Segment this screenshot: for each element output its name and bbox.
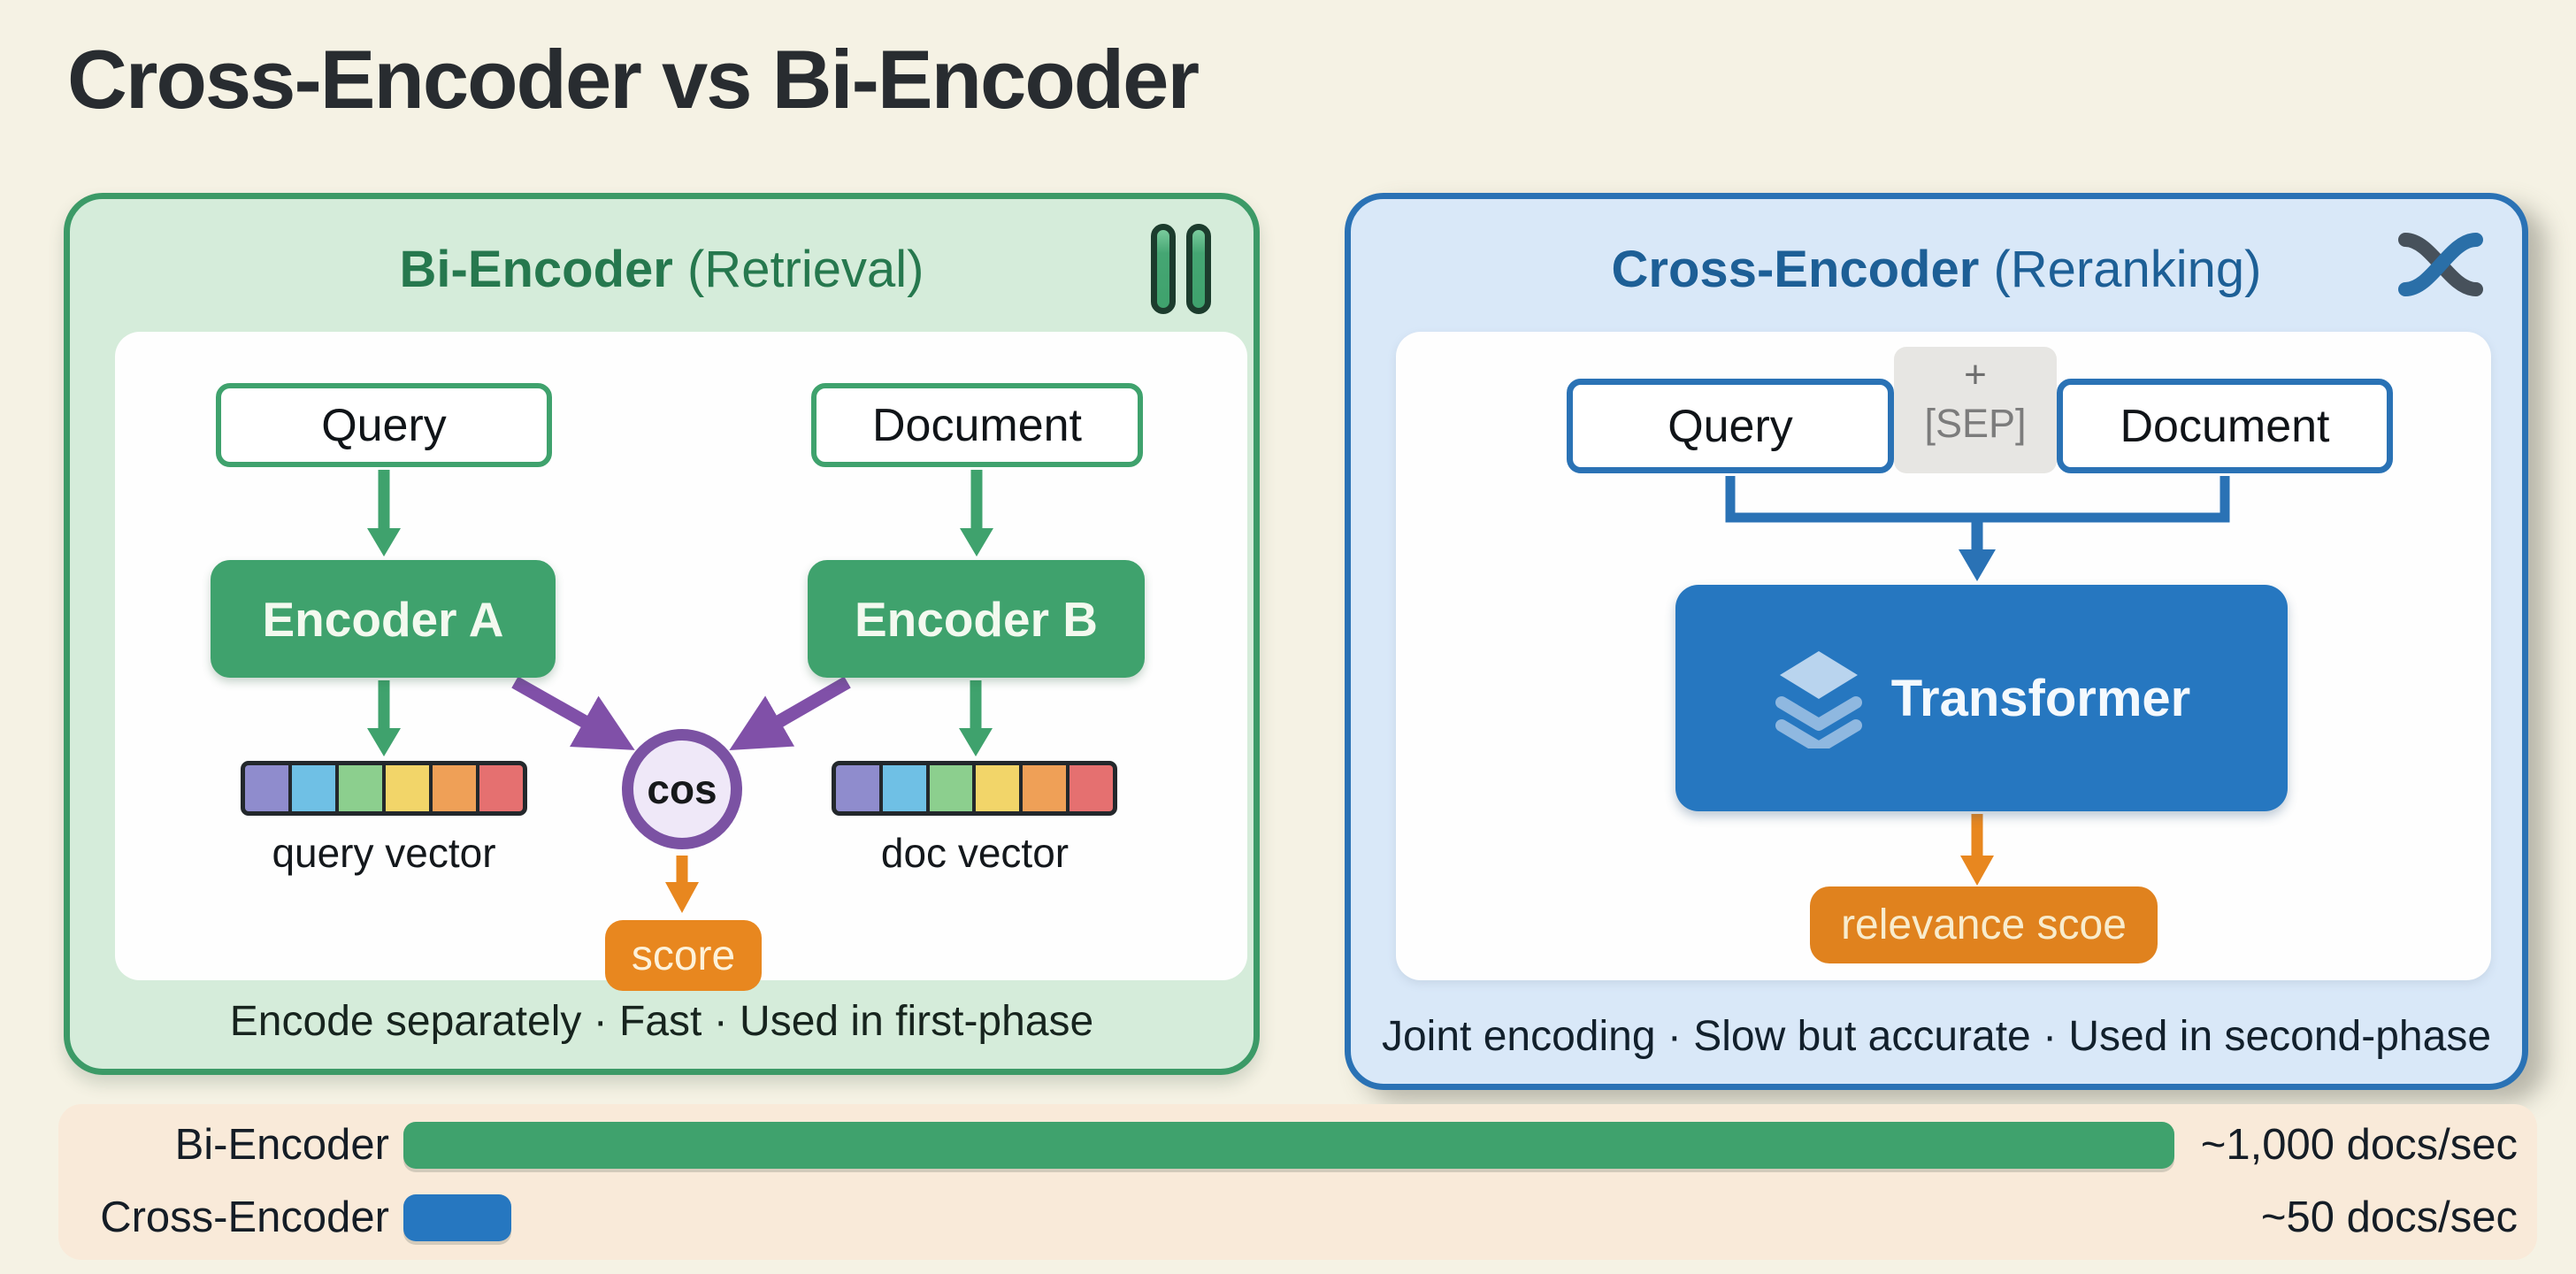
vector-cell [433,765,479,811]
chart-value-cross-encoder: ~50 docs/sec [2260,1193,2518,1241]
vector-cell [929,765,977,811]
plus-label: + [1964,353,1987,396]
page-title: Cross-Encoder vs Bi-Encoder [67,33,1200,126]
vector-cell [339,765,386,811]
chart-label-cross-encoder: Cross-Encoder [100,1193,389,1241]
vector-cell [976,765,1024,811]
encoder-b-box: Encoder B [808,560,1145,678]
cross-encoder-heading: Cross-Encoder (Reranking) [1351,238,2522,302]
transformer-box: Transformer [1675,585,2288,811]
pause-bar-left [1151,224,1176,314]
cross-encoder-heading-rest: (Reranking) [1979,241,2262,298]
vector-cell [479,765,523,811]
cross-encoder-diagram-area: + [SEP] Query Document Transformer relev… [1396,332,2491,980]
cross-encoder-panel: Cross-Encoder (Reranking) + [SEP] Query … [1345,193,2528,1090]
query-vector-label: query vector [272,830,496,876]
query-vector-strip [241,761,527,816]
bi-encoder-heading-rest: (Retrieval) [672,241,924,298]
shuffle-cross-icon [2398,233,2483,296]
encoder-a-box: Encoder A [211,560,556,678]
vector-cell [292,765,339,811]
sep-token-block: + [SEP] [1894,347,2057,473]
cross-query-box: Query [1567,379,1894,473]
pause-bar-right [1186,224,1211,314]
chart-label-bi-encoder: Bi-Encoder [174,1121,389,1169]
relevance-score-box: relevance scoe [1810,886,2158,963]
vector-cell [1023,765,1070,811]
bi-encoder-panel: Bi-Encoder (Retrieval) [64,193,1260,1075]
transformer-label: Transformer [1890,669,2191,727]
sep-label: [SEP] [1924,401,2027,446]
bi-encoder-heading: Bi-Encoder (Retrieval) [70,238,1254,302]
cross-encoder-heading-bold: Cross-Encoder [1611,241,1980,298]
cross-document-box: Document [2057,379,2393,473]
bi-encoder-diagram-area: Query Document Encoder A Encoder B query… [115,332,1247,991]
cosine-similarity-node: cos [622,729,742,849]
doc-vector-strip [832,761,1117,816]
doc-vector-label: doc vector [880,830,1070,876]
vector-cell [836,765,883,811]
throughput-chart: Bi-Encoder ~1,000 docs/sec Cross-Encoder… [58,1104,2537,1260]
layers-icon [1775,651,1862,748]
bi-encoder-caption: Encode separately · Fast · Used in first… [229,998,1094,1045]
vector-cell [1070,765,1113,811]
chart-bar-cross-encoder [403,1194,511,1241]
score-box: score [605,920,762,991]
chart-bar-bi-encoder [403,1122,2174,1169]
pause-bars-icon [1151,224,1211,314]
bi-encoder-heading-bold: Bi-Encoder [399,241,673,298]
cross-encoder-caption: Joint encoding · Slow but accurate · Use… [1381,1013,2492,1060]
vector-cell [882,765,930,811]
bi-query-box: Query [216,383,552,467]
chart-value-bi-encoder: ~1,000 docs/sec [2200,1121,2518,1169]
bi-document-box: Document [811,383,1143,467]
vector-cell [245,765,292,811]
vector-cell [386,765,433,811]
